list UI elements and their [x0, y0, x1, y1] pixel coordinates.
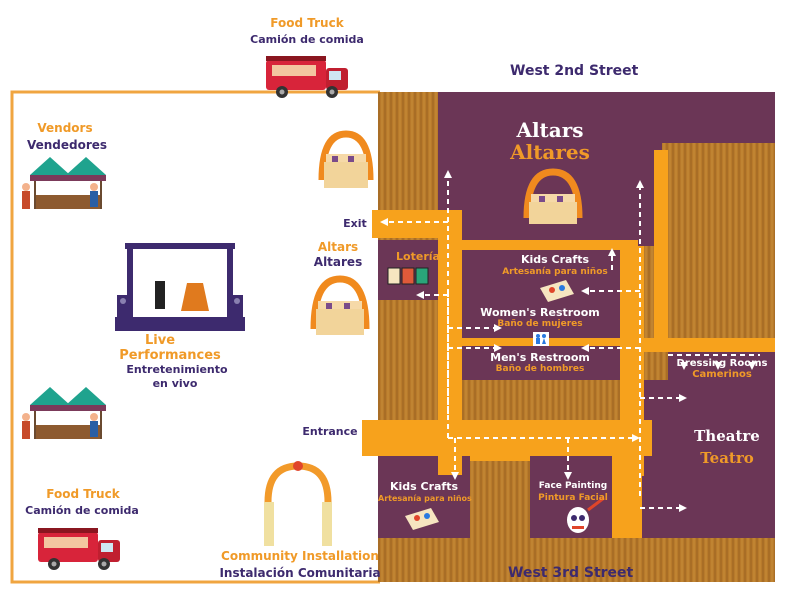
theatre-sublabel: Teatro [700, 449, 754, 467]
face-painting-label: Face Painting [538, 481, 608, 491]
arch-icon [264, 461, 332, 546]
theatre-room [640, 380, 775, 538]
dressing-rooms-label: Dressing Rooms [676, 358, 768, 369]
stage-icon [115, 243, 245, 331]
exit-label: Exit [343, 217, 367, 230]
altars-outside-label: Altars [317, 240, 359, 254]
hall-theatre-link [640, 338, 775, 352]
kids-crafts-lower-sublabel: Artesanía para niños [378, 494, 472, 503]
altars-main-label: Altars [516, 118, 584, 142]
vendors-label: Vendors [37, 121, 93, 135]
loteria-label: Lotería [396, 250, 440, 263]
live-sublabel-1: Entretenimiento [126, 363, 228, 376]
altar-icon [310, 275, 370, 335]
altars-room [438, 92, 775, 246]
hall-bottom-under [470, 453, 530, 461]
womens-restroom-sublabel: Baño de mujeres [497, 319, 583, 329]
food-truck-icon [266, 56, 348, 98]
kids-crafts-upper-label: Kids Crafts [520, 253, 590, 266]
altars-outside-sublabel: Altares [313, 255, 363, 269]
kids-crafts-upper-sublabel: Artesanía para niños [502, 267, 608, 277]
hall-face-side [612, 450, 642, 538]
food-truck-bottom-label: Food Truck [46, 487, 120, 501]
entrance-label: Entrance [302, 425, 358, 438]
food-truck-top-sublabel: Camión de comida [250, 33, 364, 46]
mens-restroom-room [462, 345, 620, 380]
outdoor-boundary [10, 90, 380, 584]
live-sublabel-2: en vivo [152, 377, 198, 390]
womens-restroom-label: Women's Restroom [480, 306, 600, 319]
community-sublabel: Instalación Comunitaria [219, 566, 381, 580]
vendor-tent-icon [22, 157, 106, 209]
live-label-2: Performances [119, 348, 221, 363]
hall-right-vertical [654, 150, 668, 350]
live-label-1: Live [144, 333, 176, 348]
vendors-sublabel: Vendedores [26, 138, 108, 152]
mens-restroom-label: Men's Restroom [490, 351, 590, 364]
hall-top-cross [438, 240, 638, 250]
street-south: West 3rd Street [508, 565, 634, 581]
food-truck-bottom-sublabel: Camión de comida [25, 504, 139, 517]
community-label: Community Installation [221, 549, 379, 563]
craft-icon [405, 508, 439, 530]
craft-icon [540, 280, 574, 302]
arrow-heads [380, 170, 756, 512]
loteria-cards-icon [387, 267, 429, 285]
kids-crafts-lower-label: Kids Crafts [389, 480, 459, 493]
hall-exit [372, 210, 442, 238]
street-north: West 2nd Street [510, 63, 639, 79]
altars-main-sublabel: Altares [510, 140, 590, 164]
face-painting-sublabel: Pintura Facial [538, 493, 608, 503]
altar-icon [523, 168, 583, 224]
theatre-label: Theatre [694, 427, 760, 445]
face-paint-icon [567, 496, 605, 533]
vendor-tent-icon [22, 387, 106, 439]
dressing-rooms-sublabel: Camerinos [692, 369, 752, 380]
altar-icon [318, 130, 374, 188]
mens-restroom-sublabel: Baño de hombres [495, 364, 585, 374]
right-strip [744, 143, 775, 353]
food-truck-icon [38, 528, 120, 570]
path-arrows [385, 175, 760, 509]
food-truck-top-label: Food Truck [270, 16, 344, 30]
restroom-icon [533, 332, 549, 346]
